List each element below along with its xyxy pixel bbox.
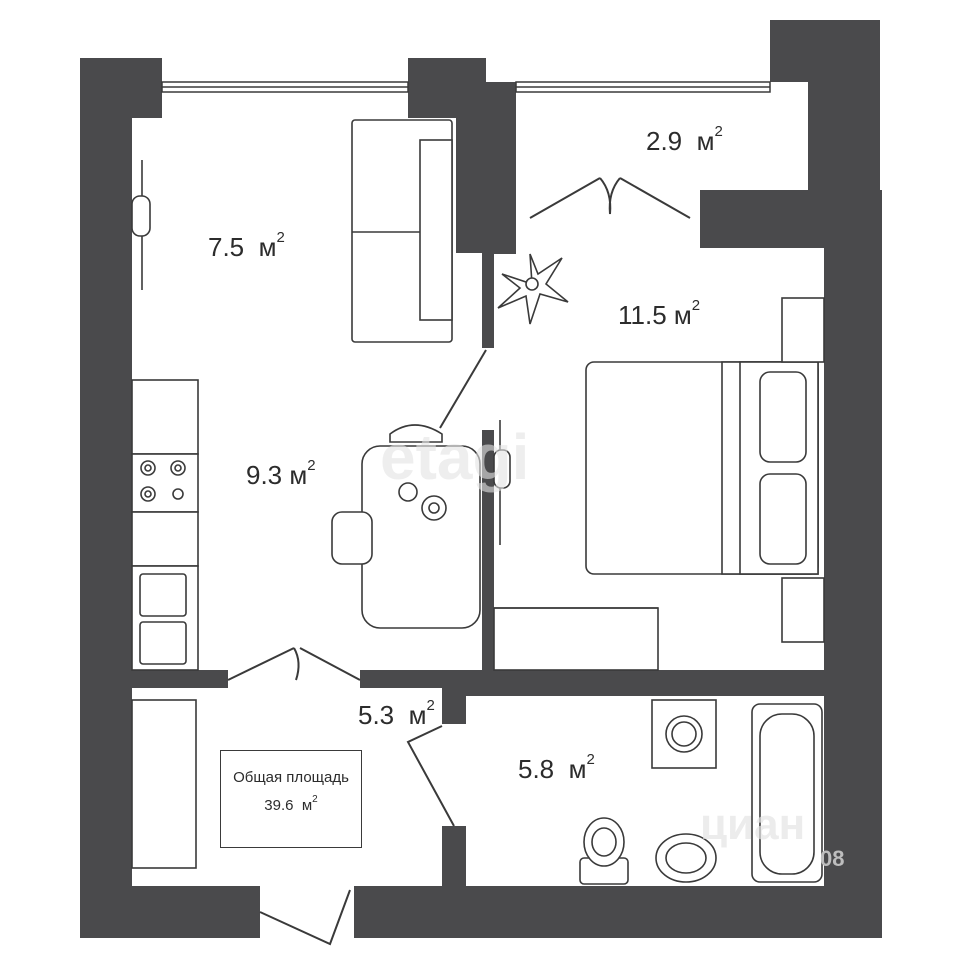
room-area: 9.3 <box>246 460 283 490</box>
total-area-title: Общая площадь <box>233 769 349 786</box>
room-unit: м <box>258 232 277 262</box>
plant <box>497 253 569 325</box>
room-label-bedroom: 11.5 м2 <box>618 297 701 331</box>
furniture <box>131 119 825 885</box>
total-area-unit: м <box>301 797 313 814</box>
room-unit-exp: 2 <box>426 697 435 715</box>
room-unit: м <box>673 300 692 330</box>
windows <box>161 81 771 93</box>
doors <box>227 177 691 946</box>
room-unit: м <box>289 460 308 490</box>
room-unit: м <box>408 700 427 730</box>
cian-watermark: циан <box>700 800 806 849</box>
room-unit-exp: 2 <box>276 229 285 247</box>
room-unit-exp: 2 <box>586 751 595 769</box>
total-area-box: Общая площадь 39.6 м2 <box>220 750 362 848</box>
room-area: 11.5 <box>618 300 667 330</box>
washbasin <box>655 833 717 883</box>
room-label-bathroom: 5.8 м2 <box>518 751 595 785</box>
room-unit-exp: 2 <box>691 297 701 315</box>
total-area-value: 39.6 м2 <box>221 794 361 814</box>
stove <box>131 453 199 513</box>
room-label-hall: 5.3 м2 <box>358 697 435 731</box>
room-area: 5.3 <box>358 700 395 730</box>
room-label-kitchen: 9.3 м2 <box>246 457 316 491</box>
hall-wardrobe <box>131 699 197 869</box>
total-area-unit-exp: 2 <box>312 794 318 805</box>
room-label-loggia: 2.9 м2 <box>646 123 723 157</box>
room-area: 2.9 <box>646 126 683 156</box>
room-unit-exp: 2 <box>714 123 723 141</box>
room-area: 7.5 <box>208 232 245 262</box>
room-area: 5.8 <box>518 754 555 784</box>
room-unit: м <box>568 754 587 784</box>
total-area-number: 39.6 <box>264 797 294 814</box>
walls <box>80 20 882 938</box>
room-label-living: 7.5 м2 <box>208 229 285 263</box>
room-unit: м <box>696 126 715 156</box>
etagi-watermark: etagi <box>380 421 530 493</box>
code-watermark: 08 <box>820 846 845 871</box>
room-unit-exp: 2 <box>307 457 316 475</box>
fridge <box>131 379 199 455</box>
toilet <box>579 817 629 885</box>
